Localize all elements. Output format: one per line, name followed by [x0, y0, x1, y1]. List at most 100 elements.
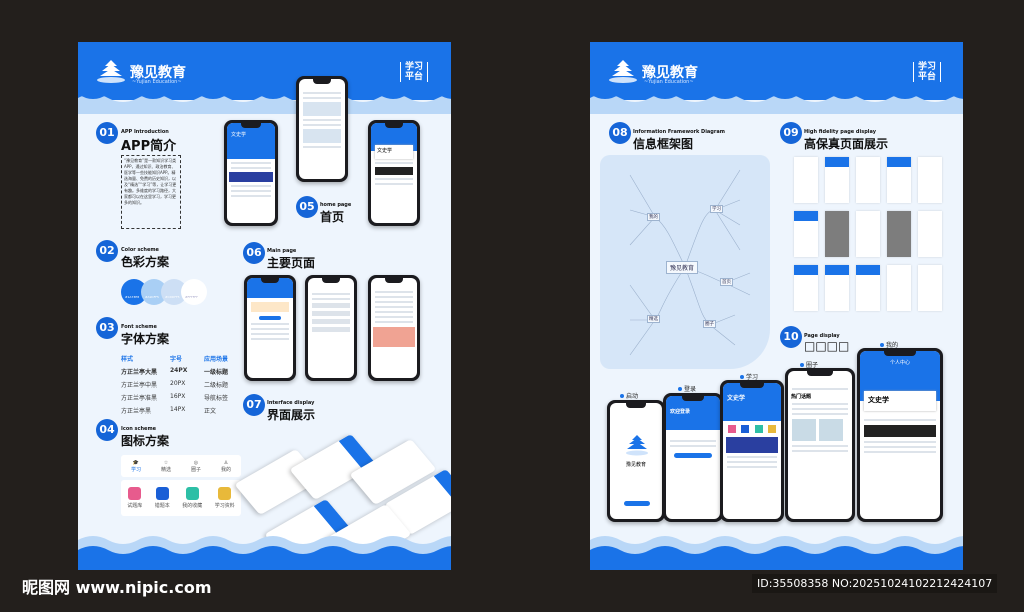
graduation-cap-icon: 🎓学习 — [130, 459, 141, 473]
hifi-thumbnail — [918, 211, 942, 257]
mind-map-node: 圈子 — [703, 320, 716, 328]
tag-line: 学习 — [405, 62, 424, 72]
tag-line: 学习 — [918, 62, 937, 72]
tag-line: 平台 — [405, 72, 424, 82]
section-number: 09 — [780, 122, 802, 144]
screen-label: 学习 — [740, 372, 758, 381]
phone-title: 文史学 — [375, 145, 413, 159]
mind-map: 豫见教育 我的 学习 精选 首页 圈子 — [600, 155, 770, 369]
section-title: 高保真页面展示 — [804, 137, 889, 151]
platform-tag: 学习平台 — [400, 62, 429, 82]
screen-label: 启动 — [620, 391, 638, 400]
mind-map-center: 豫见教育 — [666, 261, 699, 274]
section-en: Font scheme — [121, 324, 157, 330]
mind-map-node: 精选 — [647, 315, 660, 323]
phone-mockup — [305, 275, 357, 381]
hifi-thumbnail — [887, 265, 911, 311]
section-title: 信息框架图 — [633, 137, 694, 151]
font-table-col-style: 样式方正兰亭大黑方正兰亭中黑方正兰亭准黑方正兰亭黑 — [121, 356, 158, 415]
tab-icon-row: 🎓学习 ☆精选 ◎圈子 ♙我的 — [121, 455, 241, 477]
phone-mockup — [368, 275, 420, 381]
section-en: Main page — [267, 248, 297, 254]
hifi-thumbnail — [918, 157, 942, 203]
section-en: home page — [320, 202, 352, 208]
header-wave — [590, 90, 963, 114]
watermark-site: 昵图网 www.nipic.com — [22, 578, 212, 597]
star-icon: ☆精选 — [160, 459, 171, 473]
color-swatch: #FFFFFF — [181, 279, 207, 305]
left-poster: 豫见教育 ~Yujian Education~ 学习平台 01 APP Intr… — [78, 42, 451, 570]
section-number: 05 — [296, 196, 318, 218]
mind-map-node: 我的 — [647, 213, 660, 221]
login-title: 欢迎登录 — [666, 396, 720, 430]
section-number: 10 — [780, 326, 802, 348]
screen-label: 圈子 — [800, 360, 818, 369]
phone-circle: 热门话题 — [785, 368, 855, 522]
user-icon: ♙我的 — [220, 459, 231, 473]
brand-name: 豫见教育 — [642, 65, 698, 81]
profile-subject: 文史学 — [864, 391, 936, 411]
phone-title: 文史学 — [227, 123, 275, 159]
section-number: 07 — [243, 394, 265, 416]
splash-title: 豫见教育 — [625, 462, 646, 468]
section-number: 02 — [96, 240, 118, 262]
section-number: 03 — [96, 317, 118, 339]
section-en: Color scheme — [121, 247, 159, 253]
section-en: APP Introduction — [121, 129, 169, 135]
hifi-thumbnail — [918, 265, 942, 311]
circle-icon: ◎圈子 — [190, 459, 201, 473]
section-number: 08 — [609, 122, 631, 144]
phone-mockup: 文史学 — [368, 120, 420, 226]
section-en: Icon scheme — [121, 426, 157, 432]
watermark-id: ID:35508358 NO:20251024102212424107 — [752, 574, 998, 593]
section-number: 06 — [243, 242, 265, 264]
app-icon-row: 试题库 错题本 我的收藏 学习资料 — [121, 480, 241, 516]
footer-wave — [78, 536, 451, 570]
font-table-col-usage: 应用场景一级标题二级标题导航标签正文 — [204, 356, 229, 415]
hifi-thumbnail — [794, 157, 818, 203]
hifi-thumbnail — [887, 157, 911, 203]
screen-label: 我的 — [880, 340, 898, 349]
phone-login: 欢迎登录 — [663, 393, 723, 522]
section-en: Interface display — [267, 400, 315, 406]
section-title: □□□□ — [804, 339, 850, 353]
brand-subtitle: ~Yujian Education~ — [132, 79, 182, 85]
hifi-thumbnail — [794, 265, 818, 311]
section-title: 字体方案 — [121, 332, 170, 346]
section-title: 首页 — [320, 210, 345, 224]
logo-tree-icon — [609, 60, 637, 83]
phone-mockup — [296, 76, 348, 182]
study-title: 文史学 — [723, 383, 781, 421]
phone-mockup: 文史学 — [224, 120, 278, 226]
hifi-thumbnail — [825, 211, 849, 257]
hifi-thumbnail — [856, 211, 880, 257]
right-poster: 豫见教育 ~Yujian Education~ 学习平台 08 Informat… — [590, 42, 963, 570]
mind-map-node: 学习 — [710, 205, 723, 213]
logo-tree-icon — [626, 435, 648, 456]
section-en: Page display — [804, 333, 840, 339]
phone-profile: 个人中心文史学 — [857, 348, 943, 522]
platform-tag: 学习平台 — [913, 62, 942, 82]
section-title: APP简介 — [121, 139, 177, 154]
question-bank-icon: 试题库 — [127, 487, 142, 509]
phone-splash: 豫见教育 — [607, 400, 665, 522]
header-wave — [78, 90, 451, 114]
section-en: Information Framework Diagram — [633, 129, 725, 135]
brand-subtitle: ~Yujian Education~ — [644, 79, 694, 85]
section-number: 01 — [96, 122, 118, 144]
section-title: 色彩方案 — [121, 255, 170, 269]
tag-line: 平台 — [918, 72, 937, 82]
mistake-book-icon: 错题本 — [155, 487, 170, 509]
screen-label: 登录 — [678, 384, 696, 393]
materials-icon: 学习资料 — [215, 487, 235, 509]
phone-study: 文史学 — [720, 380, 784, 522]
brand-name: 豫见教育 — [130, 65, 186, 81]
footer-wave — [590, 536, 963, 570]
hifi-thumbnail — [856, 157, 880, 203]
hifi-thumbnail — [856, 265, 880, 311]
section-title: 图标方案 — [121, 434, 170, 448]
topic-title: 热门话题 — [791, 394, 812, 400]
hifi-thumbnail — [825, 157, 849, 203]
mind-map-node: 首页 — [720, 278, 733, 286]
